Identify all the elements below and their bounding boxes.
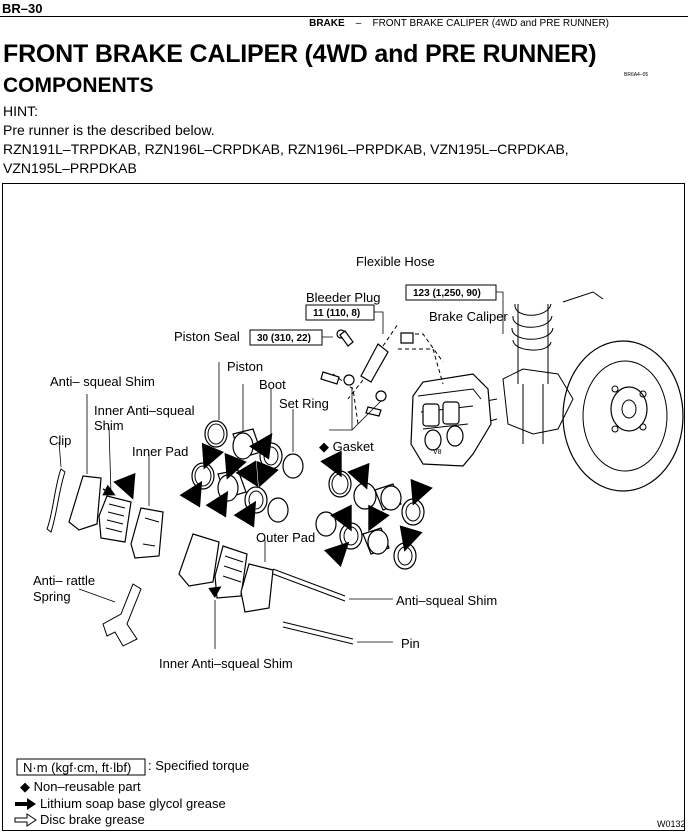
- legend-lithium-grease: Lithium soap base glycol grease: [40, 796, 226, 811]
- running-header-title: FRONT BRAKE CALIPER (4WD and PRE RUNNER): [372, 18, 609, 29]
- running-header: BRAKE – FRONT BRAKE CALIPER (4WD and PRE…: [309, 18, 609, 29]
- running-header-separator: –: [355, 18, 362, 29]
- label-gasket: ◆ Gasket: [319, 439, 374, 454]
- label-anti-squeal-shim-outer: Anti–squeal Shim: [396, 593, 497, 608]
- grease-arrows: [179, 433, 433, 568]
- label-brake-caliper: Brake Caliper: [429, 309, 508, 324]
- label-inner-anti-squeal-shim-bottom: Inner Anti–squeal Shim: [159, 656, 293, 671]
- knuckle-rotor-assembly: [478, 291, 684, 492]
- label-flexible-hose: Flexible Hose: [356, 254, 435, 269]
- hint-line: VZN195L–PRPDKAB: [3, 160, 137, 176]
- label-outer-pad: Outer Pad: [256, 530, 315, 545]
- inner-pad-set: [46, 394, 164, 559]
- torque-box-seal: [249, 329, 323, 346]
- label-anti-rattle-spring-line2: Spring: [33, 589, 71, 604]
- legend-disc-grease: Disc brake grease: [40, 812, 145, 827]
- torque-bleeder-plug: 11 (110, 8): [313, 308, 360, 319]
- legend-torque-box: [16, 758, 146, 776]
- hose-and-fittings: [320, 323, 444, 431]
- torque-box-bleeder: [305, 304, 375, 321]
- anti-rattle-spring: [78, 583, 142, 647]
- pins: [272, 568, 393, 645]
- label-clip: Clip: [49, 433, 71, 448]
- label-piston-seal: Piston Seal: [174, 329, 240, 344]
- caliper-casting-mark: V8: [433, 449, 442, 456]
- torque-specs: 123 (1,250, 90) 11 (110, 8) 30 (310, 22): [249, 284, 504, 346]
- hint-label: HINT:: [3, 103, 38, 119]
- components-figure-frame: V8: [2, 183, 686, 831]
- legend-torque-unit: N·m (kgf·cm, ft·lbf): [23, 760, 131, 775]
- torque-hose-union: 123 (1,250, 90): [413, 288, 481, 299]
- hint-line: Pre runner is the described below.: [3, 122, 215, 138]
- solid-arrow-icon: [15, 798, 36, 810]
- label-inner-anti-squeal-shim: Inner Anti–squeal: [94, 403, 195, 418]
- hollow-arrow-icon: [14, 813, 37, 827]
- label-set-ring: Set Ring: [279, 396, 329, 411]
- reference-code: BR6A4–05: [624, 72, 649, 78]
- torque-piston-seal-bolt: 30 (310, 22): [257, 333, 311, 344]
- label-anti-rattle-spring: Anti– rattle: [33, 573, 95, 588]
- torque-box-hose: [405, 284, 497, 301]
- label-gasket-text: Gasket: [333, 439, 375, 454]
- label-bleeder-plug: Bleeder Plug: [306, 290, 380, 305]
- running-header-section: BRAKE: [309, 18, 345, 29]
- label-boot: Boot: [259, 377, 286, 392]
- figure-code: W01323: [657, 819, 686, 829]
- label-anti-squeal-shim: Anti– squeal Shim: [50, 374, 155, 389]
- label-pin: Pin: [401, 636, 420, 651]
- label-piston: Piston: [227, 359, 263, 374]
- legend-non-reusable: ◆ Non–reusable part: [20, 779, 141, 794]
- hint-line: RZN191L–TRPDKAB, RZN196L–CRPDKAB, RZN196…: [3, 141, 569, 157]
- brake-caliper-body: V8: [410, 373, 492, 467]
- legend: N·m (kgf·cm, ft·lbf) : Specified torque …: [14, 758, 686, 829]
- section-subtitle: COMPONENTS: [3, 74, 154, 97]
- label-inner-pad: Inner Pad: [132, 444, 188, 459]
- figure-labels: Flexible Hose Bleeder Plug Brake Caliper…: [33, 254, 508, 671]
- inner-piston-group: [191, 362, 304, 523]
- exploded-view-diagram: V8: [14, 254, 686, 829]
- outer-piston-group: [315, 470, 425, 570]
- page-title: FRONT BRAKE CALIPER (4WD and PRE RUNNER): [3, 40, 597, 68]
- page-number: BR–30: [2, 1, 43, 16]
- legend-non-reusable-text: Non–reusable part: [34, 779, 141, 794]
- header-rule: [0, 16, 688, 17]
- legend-torque-desc: : Specified torque: [148, 758, 249, 773]
- outer-pad-set: [178, 533, 274, 649]
- label-inner-anti-squeal-shim-line2: Shim: [94, 418, 124, 433]
